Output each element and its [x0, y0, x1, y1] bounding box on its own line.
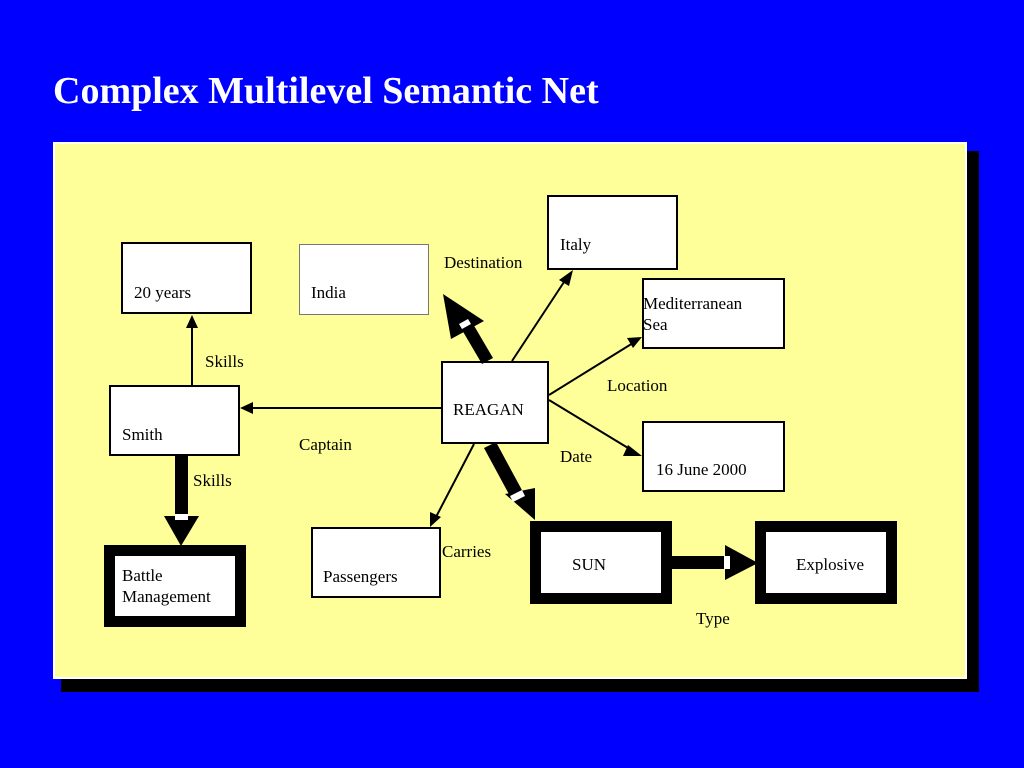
node-label-italy: Italy [560, 235, 592, 254]
edge-label-location: Location [607, 376, 668, 395]
node-mediterranean-sea [642, 278, 785, 349]
node-label-explosive: Explosive [796, 555, 864, 574]
node-sun [530, 521, 672, 604]
node-battle-management [104, 545, 246, 627]
node-smith [109, 385, 240, 456]
edge-label-date: Date [560, 447, 593, 466]
edge-skills-lower [175, 456, 188, 518]
edge-carries [435, 443, 475, 518]
node-date [642, 421, 785, 492]
node-explosive [755, 521, 897, 604]
slide-title: Complex Multilevel Semantic Net [53, 70, 599, 112]
node-label-passengers: Passengers [323, 567, 398, 586]
arrowhead-date [623, 445, 642, 456]
node-label-india: India [311, 283, 346, 302]
arrowhead-carries [430, 512, 441, 527]
node-label-battle-management: Battle Management [122, 566, 211, 606]
arrowhead-skills-lower [164, 516, 199, 546]
arrowhead-type [725, 545, 758, 580]
edge-reagan-sun [484, 442, 523, 498]
edge-label-captain: Captain [299, 435, 352, 454]
arrowhead-destination [559, 270, 573, 286]
edge-type [672, 556, 730, 569]
arrowhead-destination-heavy [443, 294, 484, 339]
node-label-smith: Smith [122, 425, 163, 444]
edge-label-skills-lower: Skills [193, 471, 232, 490]
node-passengers [311, 527, 441, 598]
node-india [299, 244, 429, 315]
edge-label-destination: Destination [444, 253, 523, 272]
edge-label-type: Type [696, 609, 730, 628]
edge-date [548, 399, 634, 452]
edge-label-skills-upper: Skills [205, 352, 244, 371]
node-reagan [441, 361, 549, 444]
node-italy [547, 195, 678, 270]
node-label-mediterranean-sea: Mediterranean Sea [643, 294, 743, 334]
node-twenty-years [121, 242, 252, 314]
node-label-reagan: REAGAN [453, 400, 524, 419]
node-label-twenty-years: 20 years [134, 283, 192, 302]
arrowhead-location [627, 337, 642, 348]
node-label-sun: SUN [572, 555, 607, 574]
arrowhead-captain [240, 402, 253, 414]
arrowhead-skills-upper [186, 315, 198, 328]
edge-label-carries: Carries [442, 542, 492, 561]
node-label-date: 16 June 2000 [656, 460, 747, 479]
edge-destination [511, 278, 567, 362]
edge-location [548, 342, 634, 396]
